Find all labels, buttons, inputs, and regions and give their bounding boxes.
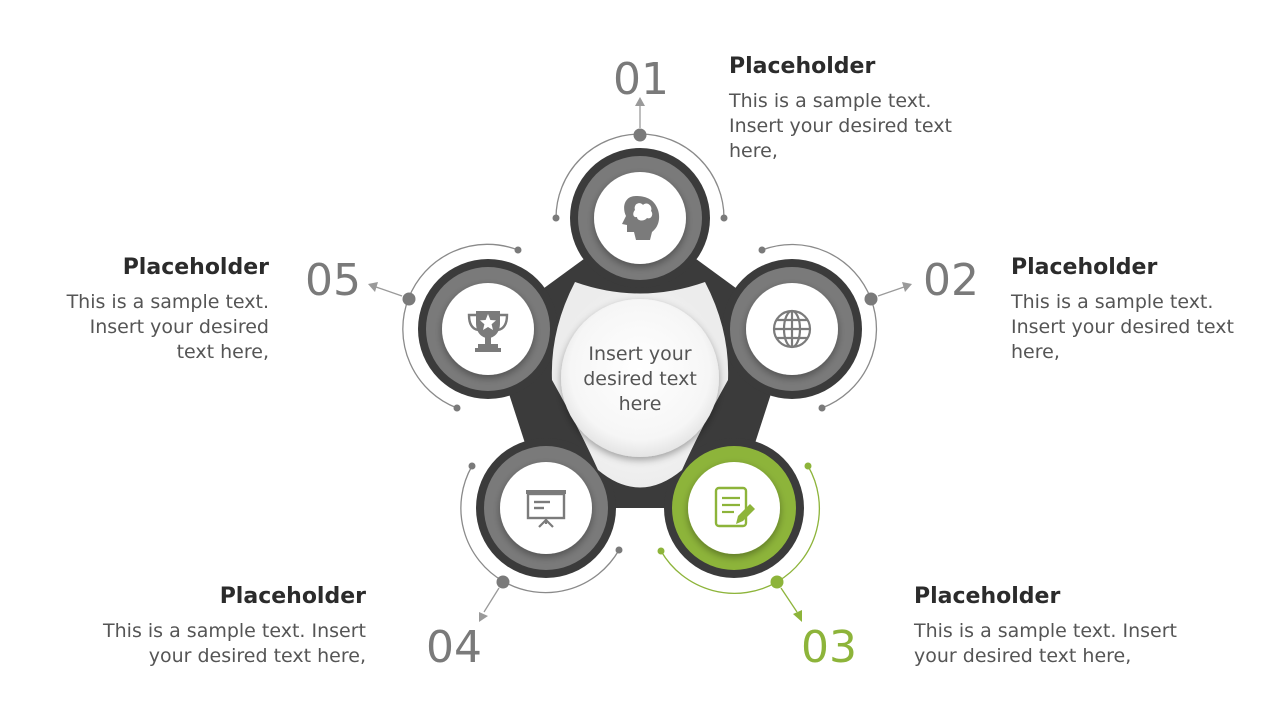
center-text: Insert your desired text here <box>583 343 697 415</box>
block-title: Placeholder <box>1011 255 1158 280</box>
block-line: This is a sample text. Insert <box>103 620 366 642</box>
step-number-01: 01 <box>613 54 669 105</box>
block-body: This is a sample text. Insert your desir… <box>26 619 366 669</box>
text-block-03: Placeholder This is a sample text. Inser… <box>914 584 1254 669</box>
block-body: This is a sample text. Insert your desir… <box>914 619 1254 669</box>
block-body: This is a sample text. Insert your desir… <box>10 290 269 365</box>
node-04 <box>484 446 608 570</box>
brain-head-icon <box>622 196 660 240</box>
globe-icon <box>772 309 812 349</box>
text-block-04: Placeholder This is a sample text. Inser… <box>26 584 366 669</box>
block-line: here, <box>1011 341 1060 363</box>
connector-01 <box>552 97 728 222</box>
text-block-02: Placeholder This is a sample text. Inser… <box>1011 255 1271 365</box>
block-line: Insert your desired <box>89 316 269 338</box>
step-number-02: 02 <box>923 255 979 306</box>
text-block-05: Placeholder This is a sample text. Inser… <box>10 255 269 365</box>
connector-03 <box>657 462 821 622</box>
block-body: This is a sample text. Insert your desir… <box>1011 290 1271 365</box>
block-line: Insert your desired text <box>1011 316 1234 338</box>
node-03 <box>672 446 796 570</box>
block-line: text here, <box>176 341 269 363</box>
connector-02 <box>758 243 912 412</box>
block-title: Placeholder <box>729 54 876 79</box>
document-edit-icon <box>714 486 755 528</box>
block-line: This is a sample text. <box>729 90 932 112</box>
step-number-03: 03 <box>801 622 857 673</box>
step-number-05: 05 <box>305 255 361 306</box>
text-block-01: Placeholder This is a sample text. Inser… <box>729 54 1019 164</box>
block-line: Insert your desired text <box>729 115 952 137</box>
center-circle <box>561 299 719 457</box>
trophy-icon <box>467 311 509 352</box>
block-title: Placeholder <box>914 584 1061 609</box>
presentation-board-icon <box>526 490 566 528</box>
block-line: This is a sample text. <box>66 291 269 313</box>
block-line: This is a sample text. <box>1011 291 1214 313</box>
block-title: Placeholder <box>219 584 366 609</box>
block-line: your desired text here, <box>914 645 1132 667</box>
block-line: here, <box>729 140 778 162</box>
connector-05 <box>368 243 522 412</box>
block-body: This is a sample text. Insert your desir… <box>729 89 1019 164</box>
block-title: Placeholder <box>122 255 269 280</box>
block-line: your desired text here, <box>148 645 366 667</box>
block-line: This is a sample text. Insert <box>914 620 1177 642</box>
connector-04 <box>460 462 623 622</box>
step-number-04: 04 <box>426 622 482 673</box>
